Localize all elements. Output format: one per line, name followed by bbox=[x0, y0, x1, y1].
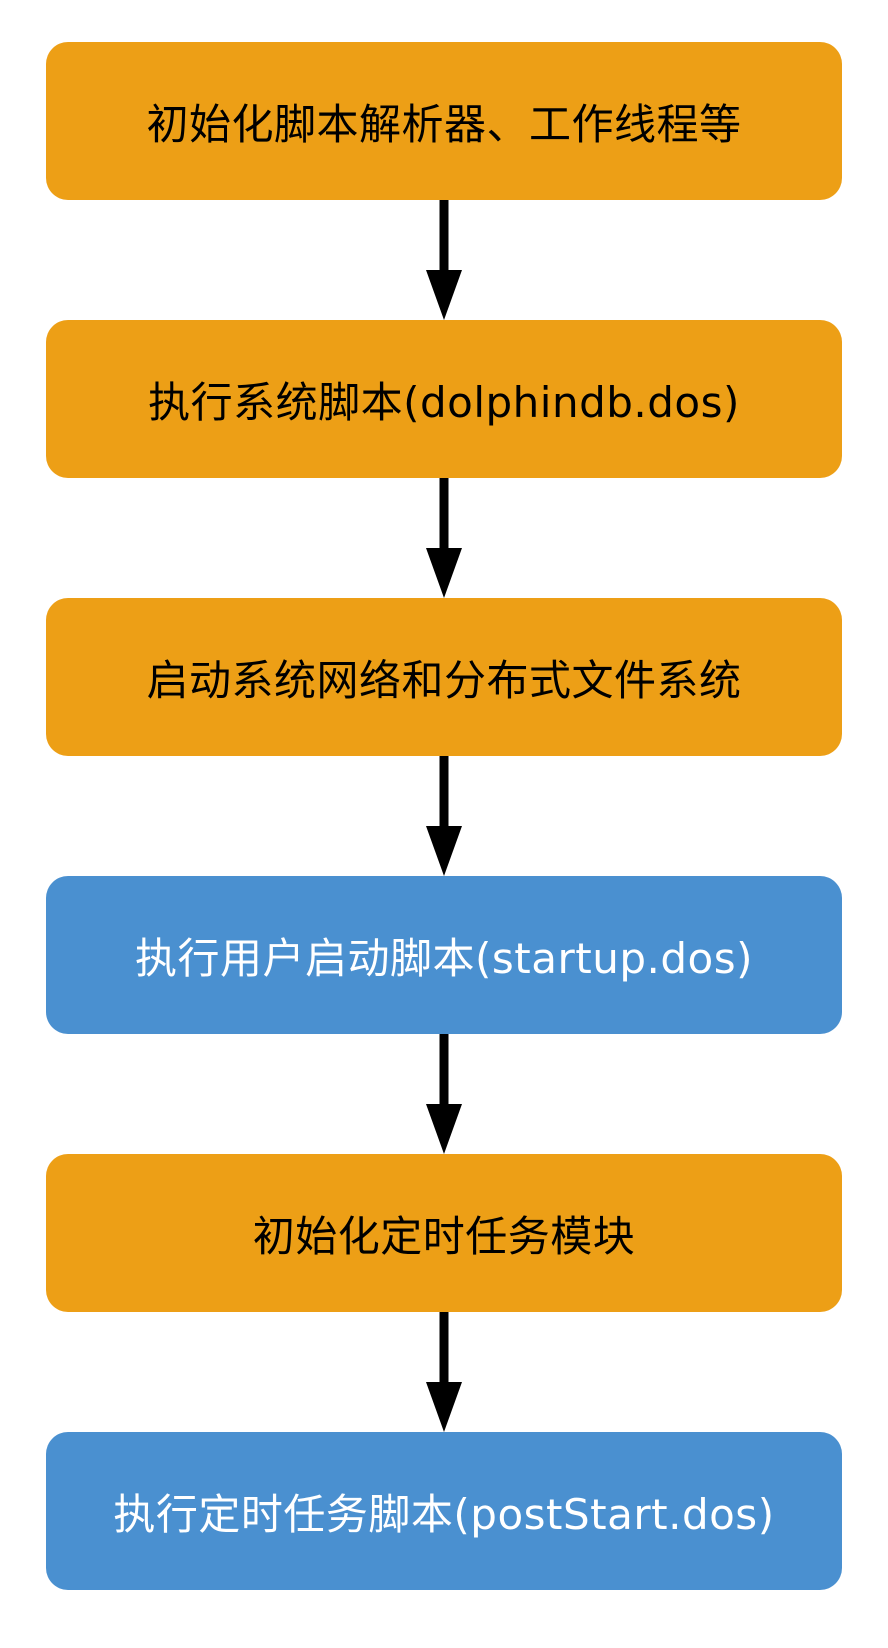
step-start-network-dfs: 启动系统网络和分布式文件系统 bbox=[46, 598, 842, 756]
arrow-down-icon bbox=[426, 1312, 462, 1432]
step-run-poststart-script: 执行定时任务脚本(postStart.dos) bbox=[46, 1432, 842, 1590]
step-run-user-startup-script: 执行用户启动脚本(startup.dos) bbox=[46, 876, 842, 1034]
step-label: 初始化脚本解析器、工作线程等 bbox=[146, 99, 742, 149]
step-init-scheduler: 初始化定时任务模块 bbox=[46, 1154, 842, 1312]
step-label: 初始化定时任务模块 bbox=[252, 1211, 636, 1261]
step-label: 执行用户启动脚本(startup.dos) bbox=[135, 933, 753, 983]
arrow-down-icon bbox=[426, 200, 462, 320]
step-run-system-script: 执行系统脚本(dolphindb.dos) bbox=[46, 320, 842, 478]
arrow-down-icon bbox=[426, 756, 462, 876]
step-label: 执行系统脚本(dolphindb.dos) bbox=[148, 377, 740, 427]
step-init-parser-threads: 初始化脚本解析器、工作线程等 bbox=[46, 42, 842, 200]
arrow-down-icon bbox=[426, 1034, 462, 1154]
step-label: 启动系统网络和分布式文件系统 bbox=[146, 655, 742, 705]
arrow-down-icon bbox=[426, 478, 462, 598]
step-label: 执行定时任务脚本(postStart.dos) bbox=[113, 1489, 775, 1539]
